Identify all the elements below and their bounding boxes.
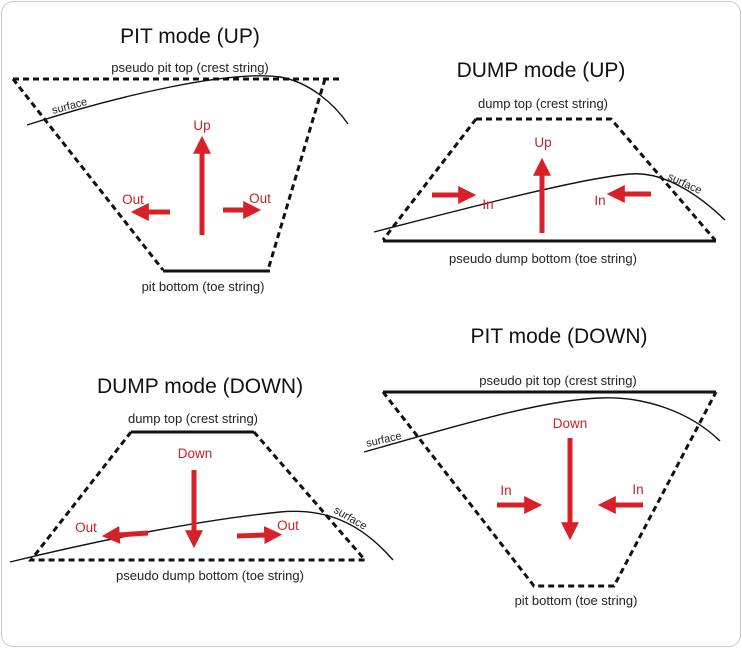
dump-down-out-left-arrow — [101, 525, 149, 544]
dump-down-panel: DUMP mode (DOWN) dump top (crest string)… — [9, 375, 394, 583]
dump-up-bottom-label: pseudo dump bottom (toe string) — [449, 251, 637, 266]
pit-up-up-label: Up — [193, 118, 210, 133]
pit-down-bottom-label: pit bottom (toe string) — [515, 593, 638, 608]
pit-up-surface-label: surface — [51, 96, 89, 117]
pit-up-bottom-label: pit bottom (toe string) — [142, 279, 265, 294]
dump-down-bottom-label: pseudo dump bottom (toe string) — [116, 568, 304, 583]
dump-up-panel: DUMP mode (UP) dump top (crest string) s… — [373, 59, 726, 266]
dump-down-out-right-arrow — [236, 526, 283, 545]
dump-up-title: DUMP mode (UP) — [457, 59, 626, 82]
pit-down-in-left-label: In — [500, 483, 511, 498]
dump-up-in-right-label: In — [594, 193, 605, 208]
pit-down-in-right-label: In — [632, 482, 643, 497]
pit-down-top-label: pseudo pit top (crest string) — [479, 373, 637, 388]
dump-down-surface-line — [9, 510, 394, 563]
pit-down-pit-outline — [381, 391, 718, 588]
dump-up-in-left-label: In — [482, 197, 493, 212]
pit-down-down-label: Down — [553, 416, 588, 431]
dump-down-top-label: dump top (crest string) — [128, 411, 258, 426]
pit-down-title: PIT mode (DOWN) — [471, 325, 648, 348]
pit-up-title: PIT mode (UP) — [120, 25, 260, 48]
dump-up-dump-outline — [381, 117, 717, 241]
pit-down-surface-line — [363, 397, 721, 453]
dump-down-out-right-label: Out — [277, 518, 299, 533]
pit-up-surface-line — [26, 75, 349, 126]
dump-down-out-left-label: Out — [75, 520, 97, 535]
pit-up-out-right-label: Out — [249, 191, 271, 206]
dump-up-surface-label: surface — [666, 171, 704, 197]
dump-down-dump-outline — [27, 431, 369, 562]
pit-down-panel: PIT mode (DOWN) pseudo pit top (crest st… — [363, 325, 721, 608]
pit-up-panel: PIT mode (UP) pseudo pit top (crest stri… — [11, 25, 349, 294]
dump-up-up-label: Up — [534, 135, 551, 150]
dump-down-down-label: Down — [178, 446, 213, 461]
pit-up-out-left-label: Out — [122, 192, 144, 207]
pit-up-top-label: pseudo pit top (crest string) — [111, 60, 269, 75]
dump-up-surface-line — [373, 173, 726, 233]
dump-down-title: DUMP mode (DOWN) — [97, 375, 303, 398]
dump-up-top-label: dump top (crest string) — [478, 96, 608, 111]
